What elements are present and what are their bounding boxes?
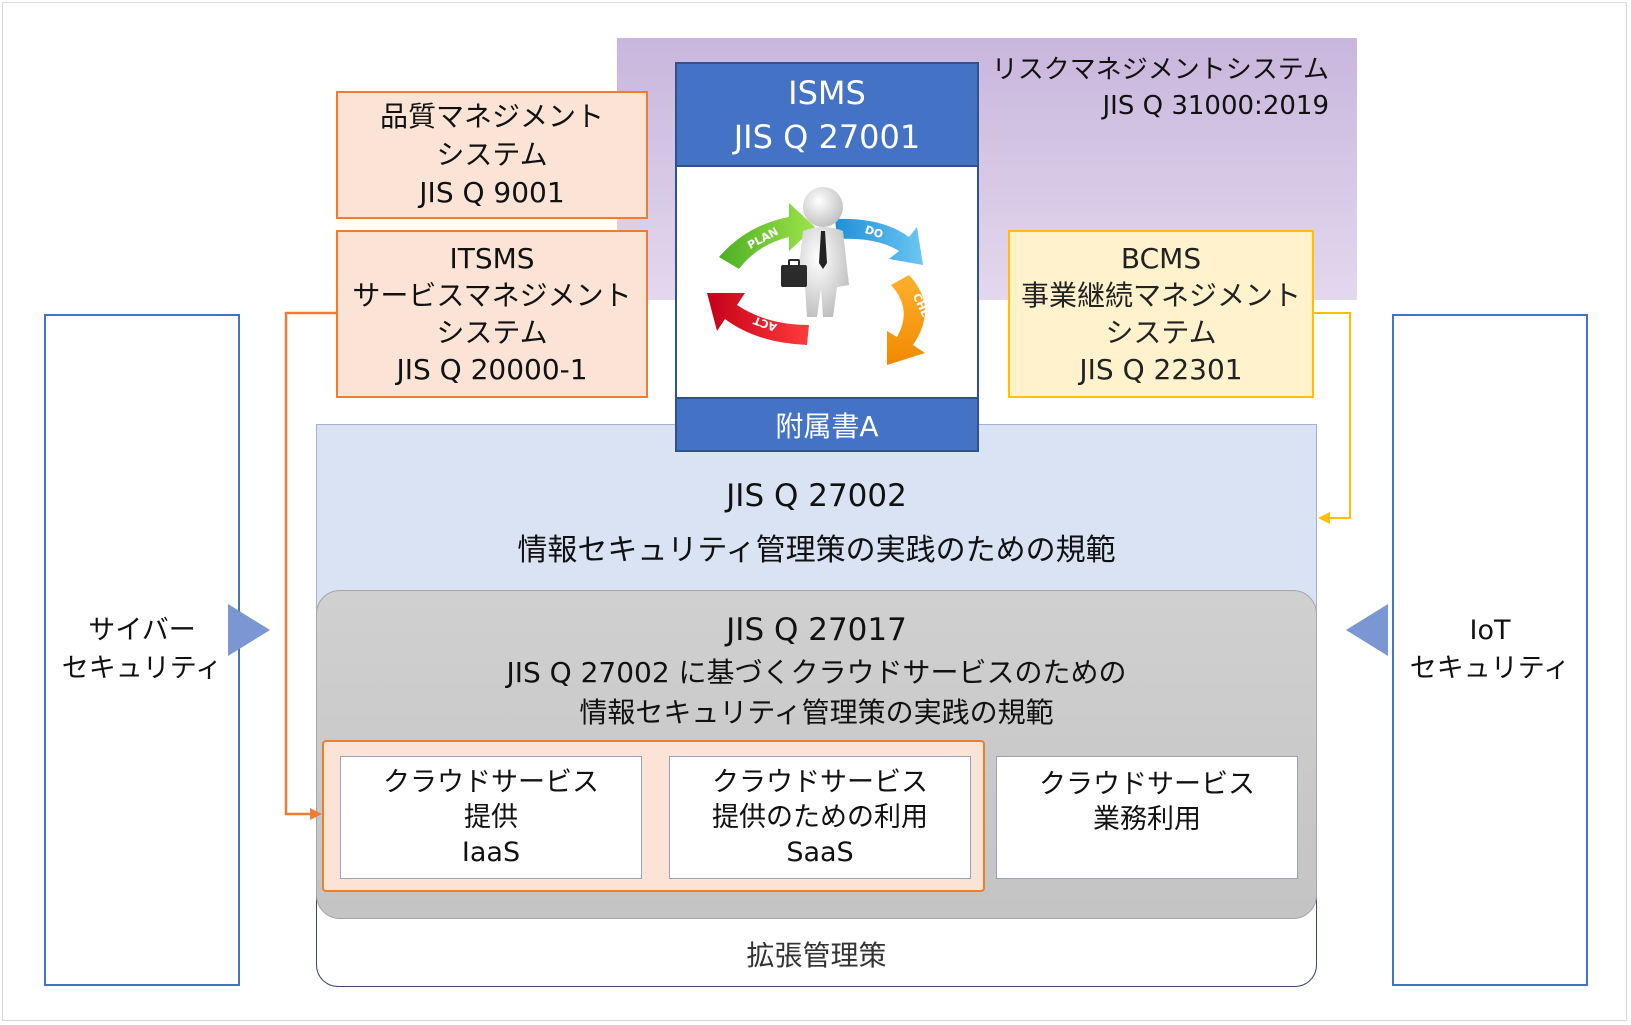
iot-label: セキュリティ [1409,653,1571,684]
bcms-label: 事業継続マネジメント [1020,279,1301,312]
pdca-illustration: PLAN DO CHECK ACT [675,167,979,397]
cloud-box-label: 提供 [464,802,518,833]
qms-standard: JIS Q 9001 [419,176,565,209]
qms-label: システム [436,138,548,171]
cloud-service-provide-box: クラウドサービス 提供 IaaS [340,756,642,879]
risk-management-standard: JIS Q 31000:2019 [1102,91,1329,121]
itsms-label: システム [436,316,548,349]
itsms-label: サービスマネジメント [352,279,632,312]
isms-annex-bar: 附属書A [675,397,979,452]
bcms-label: BCMS [1120,242,1202,275]
check-arrow [887,275,926,365]
do-label: DO [863,223,885,241]
bcms-box: BCMS 事業継続マネジメント システム JIS Q 22301 [1008,230,1314,398]
isms-header: ISMS JIS Q 27001 [675,62,979,167]
cloud-service-use-for-provide-box: クラウドサービス 提供のための利用 SaaS [669,756,971,879]
plan-arrow [719,203,815,269]
bcms-standard: JIS Q 22301 [1079,353,1243,386]
jis27017-subtitle: JIS Q 27002 に基づくクラウドサービスのための 情報セキュリティ管理策… [316,653,1317,733]
cloud-box-label: クラウドサービス [1039,769,1255,800]
act-arrow [707,293,809,345]
briefcase-handle [788,259,800,267]
briefcase-icon [781,265,807,287]
risk-management-label: リスクマネジメントシステム JIS Q 31000:2019 [992,52,1329,124]
tie-icon [819,231,827,269]
itsms-box: ITSMS サービスマネジメント システム JIS Q 20000-1 [336,230,648,398]
jis27002-subtitle: 情報セキュリティ管理策の実践のための規範 [517,533,1116,568]
cyber-label: セキュリティ [61,653,223,684]
pdca-cycle-icon: PLAN DO CHECK ACT [707,187,939,365]
iot-security-box: IoT セキュリティ [1392,314,1588,986]
cloud-box-label: クラウドサービス [712,767,928,798]
iot-arrow-icon [1346,604,1388,656]
bcms-connector-arrowhead [1318,512,1330,524]
person-head [803,187,843,227]
risk-management-title: リスクマネジメントシステム [991,55,1329,85]
iot-label: IoT [1469,615,1511,646]
cloud-box-label: SaaS [786,837,854,868]
isms-title: ISMS [788,73,866,112]
person-body [797,227,849,317]
do-arrow [835,218,923,265]
bcms-connector-line [1314,312,1351,519]
annex-label: 附属書A [775,409,879,443]
cloud-box-label: IaaS [461,837,521,868]
jis27017-subtitle-line1: JIS Q 27002 に基づくクラウドサービスのための [506,656,1127,689]
qms-label: 品質マネジメント [379,100,604,133]
itsms-connector-line [284,311,336,816]
bcms-label: システム [1105,316,1217,349]
cyber-security-box: サイバー セキュリティ [44,314,240,986]
cloud-box-label: 提供のための利用 [712,802,928,833]
cyber-label: サイバー [88,615,196,646]
extended-controls-label: 拡張管理策 [746,939,887,972]
cloud-box-label: クラウドサービス [383,767,599,798]
jis27017-subtitle-line2: 情報セキュリティ管理策の実践の規範 [579,696,1054,729]
cyber-arrow-icon [228,604,270,656]
itsms-label: ITSMS [449,242,535,275]
jis27017-title: JIS Q 27017 [726,612,907,648]
jis27002-title: JIS Q 27002 [726,478,907,514]
cloud-service-business-use-box: クラウドサービス 業務利用 [996,756,1298,879]
itsms-connector-arrowhead [310,808,322,820]
cloud-box-label: 業務利用 [1093,804,1201,835]
qms-box: 品質マネジメント システム JIS Q 9001 [336,91,648,219]
isms-standard: JIS Q 27001 [733,117,921,156]
itsms-standard: JIS Q 20000-1 [396,353,588,386]
